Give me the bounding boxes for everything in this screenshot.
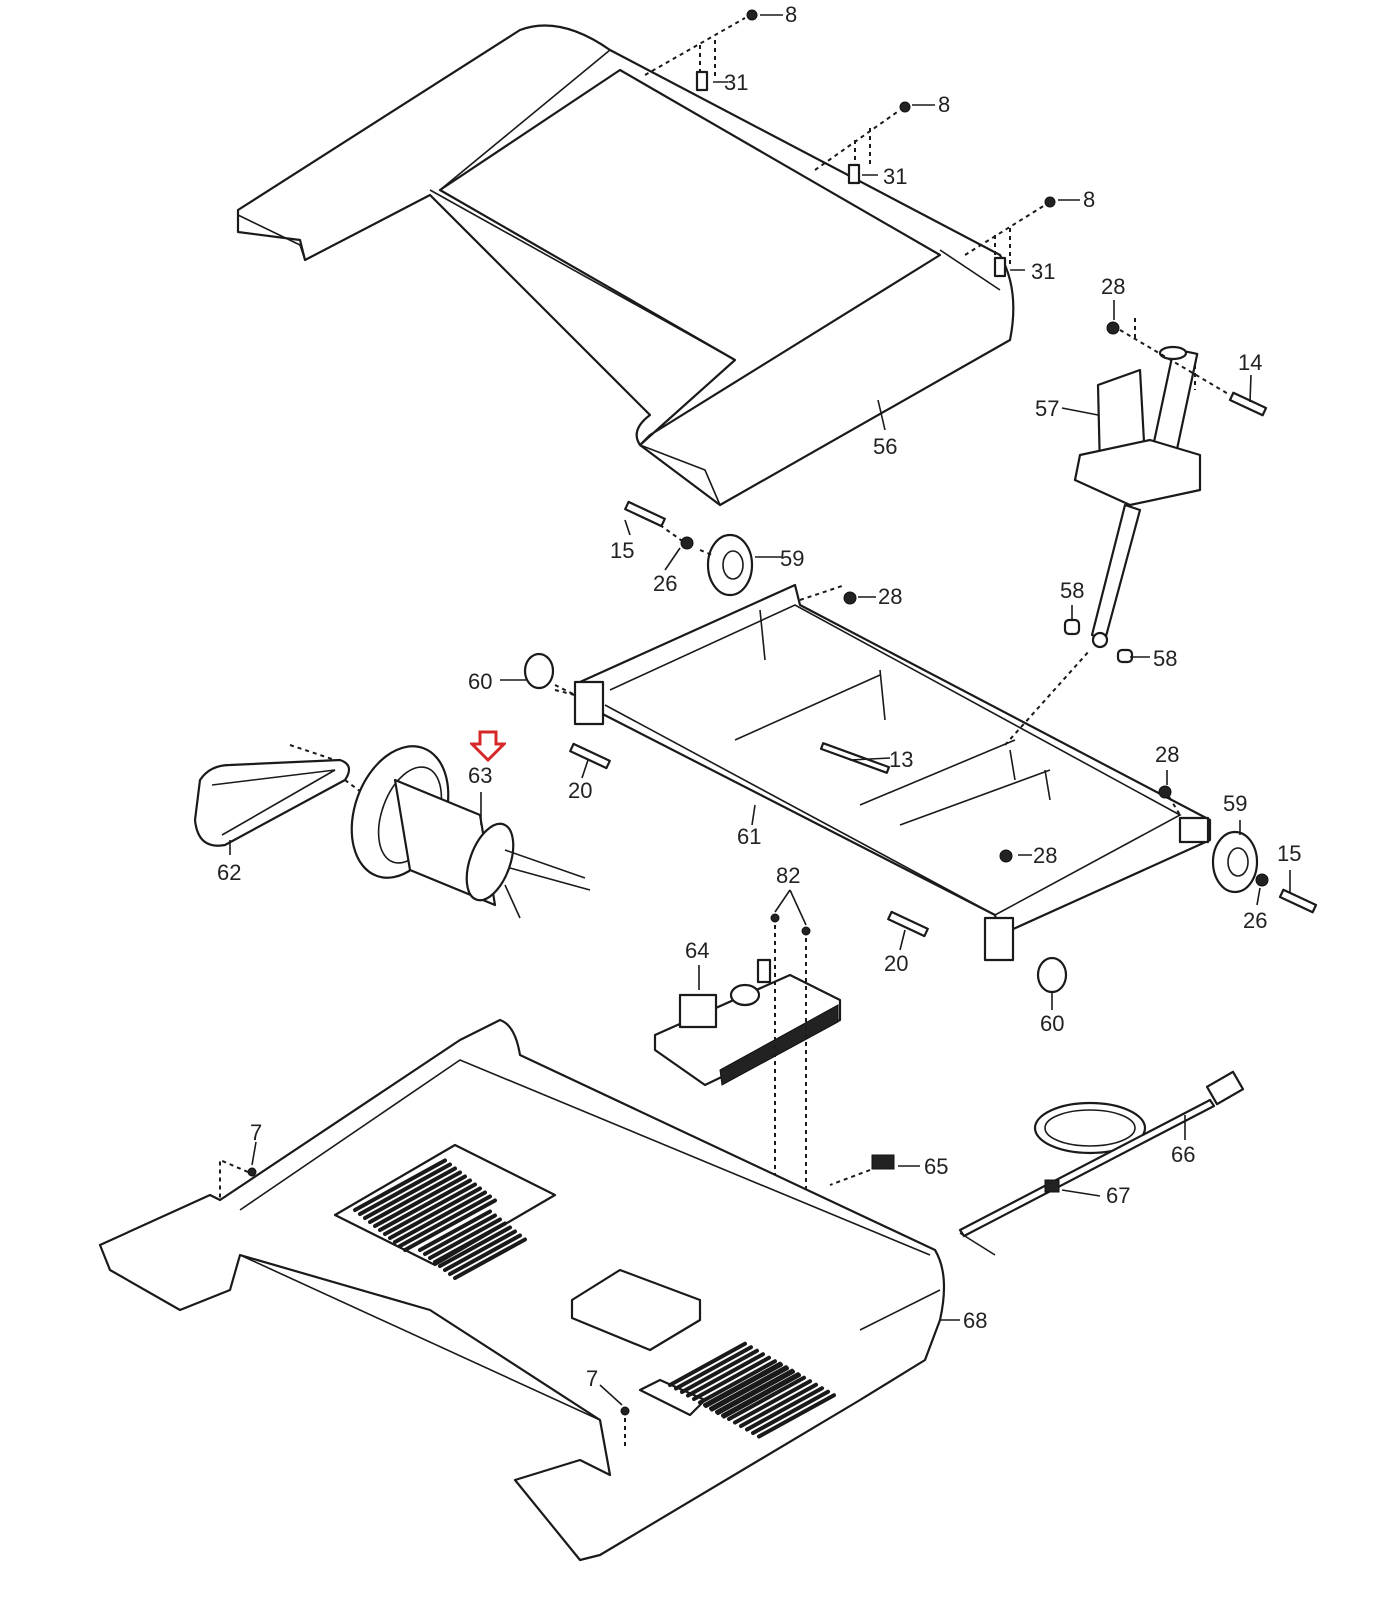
part-label-65[interactable]: 65 [924, 1154, 949, 1179]
part-label-67[interactable]: 67 [1106, 1183, 1131, 1208]
vent-slat [727, 1375, 806, 1421]
vent-slat [383, 1182, 477, 1236]
part-label-8[interactable]: 8 [785, 2, 798, 27]
part-label-57[interactable]: 57 [1035, 396, 1060, 421]
vent-slat [668, 1341, 747, 1387]
wheels-and-hardware [523, 500, 1318, 994]
part-label-66[interactable]: 66 [1171, 1142, 1196, 1167]
vent-slat [393, 1190, 487, 1244]
part-label-26[interactable]: 26 [1243, 908, 1268, 933]
part-label-13[interactable]: 13 [889, 747, 914, 772]
part-label-26[interactable]: 26 [653, 571, 678, 596]
part-label-28[interactable]: 28 [878, 584, 903, 609]
hood-fastener-leaders [644, 17, 1046, 265]
part-label-62[interactable]: 62 [217, 860, 242, 885]
vent-slat [363, 1166, 457, 1220]
part-label-28[interactable]: 28 [1101, 274, 1126, 299]
vent-slat [378, 1178, 472, 1232]
clip-31-icons [695, 70, 1007, 278]
part-label-8[interactable]: 8 [1083, 187, 1096, 212]
part-label-58[interactable]: 58 [1153, 646, 1178, 671]
part-label-60[interactable]: 60 [1040, 1011, 1065, 1036]
part-label-28[interactable]: 28 [1155, 742, 1180, 767]
part-label-60[interactable]: 60 [468, 669, 493, 694]
part-label-31[interactable]: 31 [1031, 259, 1056, 284]
part-label-20[interactable]: 20 [884, 951, 909, 976]
vent-slat [373, 1174, 467, 1228]
vent-slat [433, 1221, 507, 1264]
part-label-8[interactable]: 8 [938, 92, 951, 117]
vent-slat [418, 1209, 492, 1252]
drive-belt [193, 744, 366, 847]
part-label-58[interactable]: 58 [1060, 578, 1085, 603]
vent-slat [686, 1352, 765, 1398]
part-label-59[interactable]: 59 [780, 546, 805, 571]
vent-slat [698, 1359, 777, 1405]
vent-slat [709, 1365, 788, 1411]
part-label-56[interactable]: 56 [873, 434, 898, 459]
vent-slat [438, 1225, 512, 1268]
part-label-61[interactable]: 61 [737, 824, 762, 849]
vent-slat [358, 1162, 452, 1216]
motor-hood [236, 24, 1015, 507]
vent-slat [680, 1348, 759, 1394]
vent-slat [739, 1382, 818, 1428]
vent-slat [428, 1217, 502, 1260]
vent-slat [751, 1389, 830, 1435]
vent-slat [448, 1233, 522, 1276]
screw-7-icons [219, 1158, 630, 1450]
vent-slat [423, 1213, 497, 1256]
base-pan-vents [353, 1158, 836, 1439]
screw-8-icons [746, 9, 1056, 208]
vent-slat [703, 1361, 782, 1407]
part-label-64[interactable]: 64 [685, 938, 710, 963]
drive-motor [350, 745, 591, 919]
vent-slat [715, 1368, 794, 1414]
part-label-28[interactable]: 28 [1033, 843, 1058, 868]
vent-slat [757, 1393, 836, 1439]
part-label-20[interactable]: 20 [568, 778, 593, 803]
incline-motor [1063, 318, 1268, 664]
part-label-31[interactable]: 31 [883, 164, 908, 189]
vent-slat [453, 1237, 527, 1280]
power-cord [829, 1070, 1245, 1256]
vent-slat [368, 1170, 462, 1224]
vent-slat [443, 1229, 517, 1272]
vent-slat [403, 1198, 497, 1252]
highlight-arrow-icon [470, 730, 506, 762]
frame [554, 583, 1212, 962]
part-label-7[interactable]: 7 [250, 1120, 263, 1145]
part-label-59[interactable]: 59 [1223, 791, 1248, 816]
part-label-7[interactable]: 7 [586, 1366, 599, 1391]
vent-slat [745, 1386, 824, 1432]
part-label-68[interactable]: 68 [963, 1308, 988, 1333]
base-pan [98, 1018, 946, 1562]
part-label-82[interactable]: 82 [776, 863, 801, 888]
part-label-14[interactable]: 14 [1238, 350, 1263, 375]
part-label-15[interactable]: 15 [1277, 841, 1302, 866]
part-label-31[interactable]: 31 [724, 70, 749, 95]
vent-slat [733, 1379, 812, 1425]
vent-slat [398, 1194, 492, 1248]
vent-slat [674, 1345, 753, 1391]
part-label-15[interactable]: 15 [610, 538, 635, 563]
leader-lines [229, 14, 1291, 1406]
vent-slat [721, 1372, 800, 1418]
vent-slat [692, 1355, 771, 1401]
vent-slat [353, 1158, 447, 1212]
part-label-63[interactable]: 63 [468, 763, 493, 788]
vent-slat [388, 1186, 482, 1240]
